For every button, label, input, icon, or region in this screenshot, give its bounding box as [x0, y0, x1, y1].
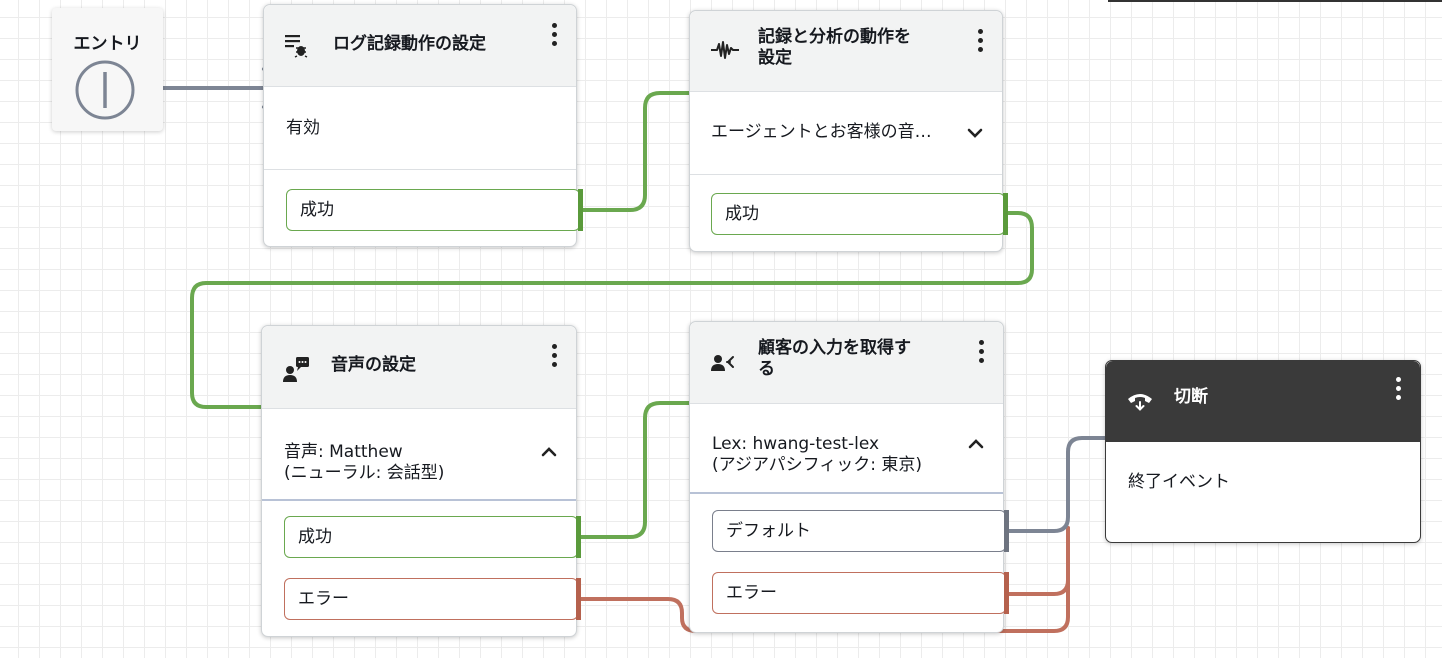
- block-value-line2: (アジアパシフィック: 東京): [712, 455, 923, 475]
- block-title-line2: 設定: [758, 48, 792, 68]
- branch-port[interactable]: [1004, 572, 1009, 614]
- kebab-menu-icon[interactable]: [978, 29, 984, 55]
- branch-port[interactable]: [1003, 193, 1008, 235]
- branch-label: エラー: [726, 583, 777, 603]
- person-branch-icon: [711, 355, 734, 371]
- kebab-menu-icon[interactable]: [552, 344, 558, 370]
- branch-port[interactable]: [1004, 510, 1009, 552]
- block-value-line2: (ニューラル: 会話型): [284, 463, 445, 483]
- block-body: 音声: Matthew (ニューラル: 会話型): [262, 409, 576, 501]
- branch-port[interactable]: [578, 189, 583, 231]
- default-branch[interactable]: デフォルト: [712, 510, 1009, 552]
- block-title: ログ記録動作の設定: [333, 34, 486, 54]
- disconnect-block[interactable]: 切断 終了イベント: [1105, 360, 1421, 543]
- block-title-line1: 記録と分析の動作を: [758, 27, 911, 47]
- branch-label: 成功: [300, 200, 334, 220]
- success-branch[interactable]: 成功: [284, 516, 581, 558]
- waveform-icon: [711, 41, 739, 59]
- block-header: 音声の設定: [262, 326, 576, 409]
- kebab-menu-icon[interactable]: [1396, 377, 1402, 403]
- block-title: 顧客の入力を取得す る: [758, 338, 911, 380]
- block-value: Lex: hwang-test-lex (アジアパシフィック: 東京): [712, 434, 922, 476]
- divider: [264, 169, 576, 170]
- block-value: 有効: [286, 118, 320, 138]
- block-title: 切断: [1174, 387, 1208, 407]
- phone-hangup-icon: [1128, 394, 1152, 411]
- get-customer-input-block[interactable]: 顧客の入力を取得す る Lex: hwang-test-lex (アジアパシフィ…: [689, 321, 1009, 633]
- block-value: 終了イベント: [1128, 472, 1230, 492]
- block-value-line1: Lex: hwang-test-lex: [712, 434, 880, 454]
- block-title-line1: 顧客の入力を取得す: [758, 338, 911, 358]
- branch-port[interactable]: [576, 516, 581, 558]
- block-header: 切断: [1106, 361, 1420, 442]
- success-branch[interactable]: 成功: [711, 193, 1008, 235]
- block-header: ログ記録動作の設定: [264, 5, 576, 87]
- divider: [690, 174, 1002, 175]
- chevron-down-icon[interactable]: [966, 127, 984, 139]
- entry-title: エントリ: [73, 34, 142, 54]
- entry-block[interactable]: エントリ: [52, 8, 163, 131]
- top-divider-line: [1108, 0, 1442, 2]
- voice-settings-block[interactable]: 音声の設定 音声: Matthew (ニューラル: 会話型) 成功 エラー: [261, 325, 581, 637]
- kebab-menu-icon[interactable]: [979, 340, 985, 366]
- connector-input-error: [1002, 526, 1070, 596]
- log-list-bug-icon: [285, 35, 308, 58]
- success-branch[interactable]: 成功: [286, 189, 583, 231]
- branch-label: デフォルト: [726, 521, 811, 541]
- block-body: エージェントとお客様の音…: [690, 92, 1002, 174]
- block-body: 終了イベント: [1106, 442, 1420, 542]
- block-value: 音声: Matthew (ニューラル: 会話型): [284, 442, 444, 484]
- branch-label: エラー: [298, 589, 349, 609]
- error-branch[interactable]: エラー: [284, 578, 581, 620]
- block-value: エージェントとお客様の音…: [711, 122, 932, 142]
- branch-label: 成功: [298, 527, 332, 547]
- person-speech-icon: [283, 357, 309, 382]
- block-title-line2: る: [758, 359, 775, 379]
- block-header: 記録と分析の動作を 設定: [690, 11, 1002, 92]
- block-value-line1: 音声: Matthew: [284, 442, 403, 462]
- logging-behavior-block[interactable]: ログ記録動作の設定 有効 成功: [263, 4, 583, 247]
- recording-analytics-block[interactable]: 記録と分析の動作を 設定 エージェントとお客様の音… 成功: [689, 10, 1008, 252]
- entry-start-icon: [75, 60, 135, 120]
- kebab-menu-icon[interactable]: [552, 23, 558, 49]
- branch-label: 成功: [725, 204, 759, 224]
- chevron-up-icon[interactable]: [540, 446, 558, 458]
- block-title: 音声の設定: [331, 355, 416, 375]
- block-title: 記録と分析の動作を 設定: [758, 27, 911, 69]
- chevron-up-icon[interactable]: [967, 438, 985, 450]
- branch-port[interactable]: [576, 578, 581, 620]
- block-body: 有効: [264, 87, 576, 169]
- error-branch[interactable]: エラー: [712, 572, 1009, 614]
- block-body: Lex: hwang-test-lex (アジアパシフィック: 東京): [690, 404, 1003, 494]
- block-header: 顧客の入力を取得す る: [690, 322, 1003, 404]
